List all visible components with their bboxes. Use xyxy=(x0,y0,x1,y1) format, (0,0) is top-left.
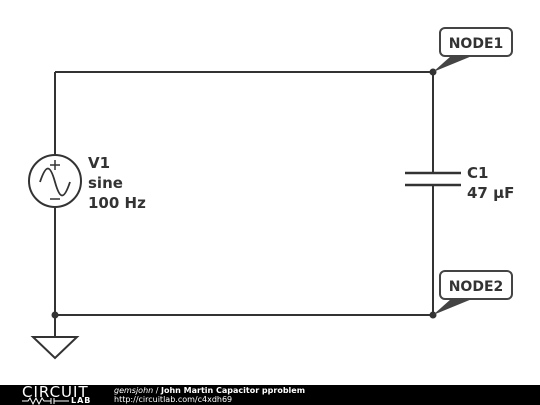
circuit-url-link[interactable]: http://circuitlab.com/c4xdh69 xyxy=(114,395,233,404)
source-type-label: sine xyxy=(88,174,123,192)
source-name-label: V1 xyxy=(88,154,110,172)
plus-sign-icon xyxy=(50,160,60,170)
sine-wave-icon xyxy=(39,167,71,197)
circuit-schematic: V1 sine 100 Hz C1 47 µF NODE1 NODE2 xyxy=(28,27,514,360)
logo-lab-text: LAB xyxy=(71,396,92,405)
footer-bar: CIRCUIT LAB gemsjohn / John Martin Capac… xyxy=(0,385,540,405)
logo-circuit-text: CIRCUIT xyxy=(22,383,89,401)
circuitlab-logo[interactable]: CIRCUIT LAB xyxy=(22,385,92,405)
author-link[interactable]: gemsjohn xyxy=(114,386,154,395)
capacitor-symbol[interactable] xyxy=(405,171,461,187)
node1-label: NODE1 xyxy=(449,36,504,52)
node2-flag[interactable]: NODE2 xyxy=(433,270,513,315)
node2-label: NODE2 xyxy=(449,279,504,295)
voltage-source-symbol[interactable] xyxy=(28,154,82,208)
capacitor-name-label: C1 xyxy=(467,164,488,182)
circuit-title[interactable]: John Martin Capacitor pproblem xyxy=(161,386,306,395)
footer-title-line: gemsjohn / John Martin Capacitor pproble… xyxy=(114,386,305,395)
capacitor-value-label: 47 µF xyxy=(467,184,514,202)
ground-icon[interactable] xyxy=(30,336,80,360)
title-separator: / xyxy=(153,386,161,395)
source-frequency-label: 100 Hz xyxy=(88,194,146,212)
node1-flag[interactable]: NODE1 xyxy=(433,27,513,72)
logo-resistor-icon xyxy=(22,397,69,405)
junction-dot-ground xyxy=(51,311,59,319)
